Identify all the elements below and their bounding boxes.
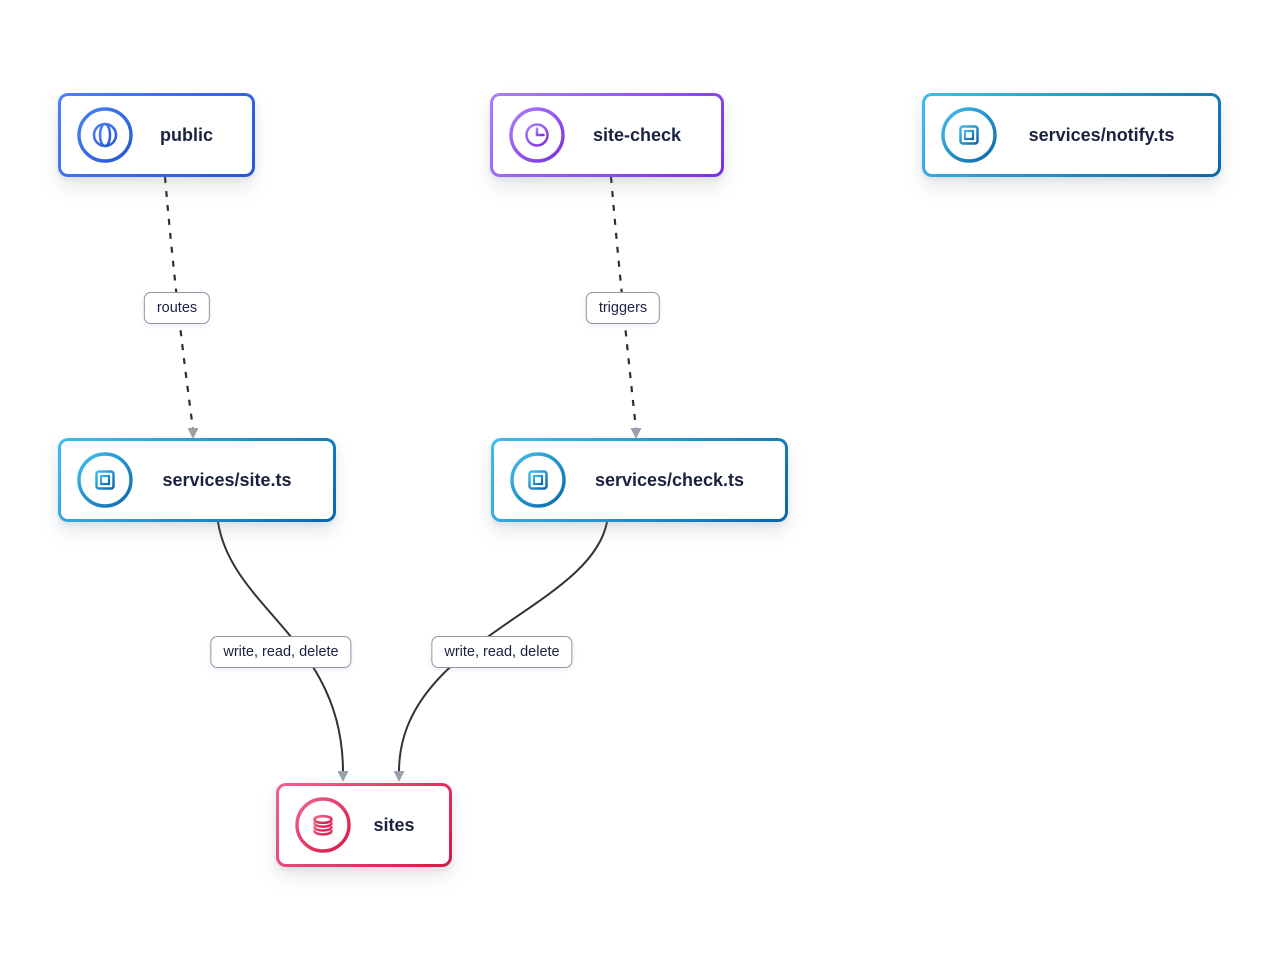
node-label: public xyxy=(160,124,213,145)
node-services-site-ts[interactable]: services/site.ts xyxy=(58,438,336,522)
chip-icon xyxy=(508,450,568,510)
node-site-check[interactable]: site-check xyxy=(490,93,724,177)
edge-services-check-to-sites xyxy=(398,521,608,773)
edge-services-site-to-sites xyxy=(217,521,344,773)
arrowhead-icon xyxy=(187,428,199,439)
node-label: services/check.ts xyxy=(594,469,745,490)
node-label: services/site.ts xyxy=(162,469,292,490)
database-icon xyxy=(293,795,353,855)
edge-site-check-to-services-check xyxy=(609,176,638,430)
arrowhead-icon xyxy=(630,428,642,439)
chip-icon xyxy=(939,105,999,165)
edge-label-routes: routes xyxy=(143,292,211,324)
node-label: site-check xyxy=(592,124,682,145)
node-public[interactable]: public xyxy=(58,93,255,177)
clock-icon xyxy=(507,105,567,165)
edge-label-triggers: triggers xyxy=(585,292,661,324)
globe-icon xyxy=(75,105,135,165)
node-label: sites xyxy=(373,814,415,835)
edge-public-to-services-site xyxy=(163,176,195,430)
node-sites[interactable]: sites xyxy=(276,783,452,867)
edge-label-write-read-delete-right: write, read, delete xyxy=(431,636,573,668)
node-services-notify-ts[interactable]: services/notify.ts xyxy=(922,93,1221,177)
node-label: services/notify.ts xyxy=(1028,124,1175,145)
arrowhead-icon xyxy=(393,771,405,782)
chip-icon xyxy=(75,450,135,510)
arrowhead-icon xyxy=(337,771,349,782)
edge-label-write-read-delete-left: write, read, delete xyxy=(210,636,352,668)
node-services-check-ts[interactable]: services/check.ts xyxy=(491,438,788,522)
